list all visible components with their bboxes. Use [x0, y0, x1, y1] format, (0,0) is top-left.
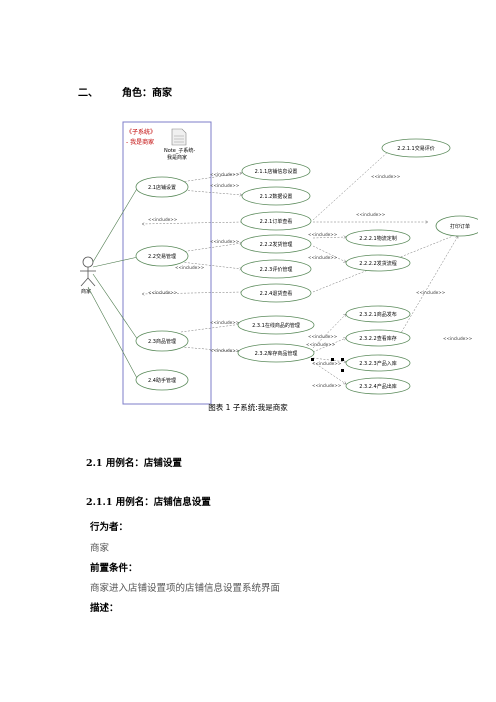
usecase-2-3 [135, 330, 189, 352]
usecase-2-1-1 [241, 161, 311, 181]
note-icon [171, 128, 187, 146]
include-label: <<include>> [308, 255, 338, 260]
usecase-2-2-2 [240, 234, 312, 254]
include-label: <<include>> [371, 174, 401, 179]
use-case-diagram: 《子系统》 - 我是商家 Note_子系统- 我是商家 商家 [80, 121, 478, 405]
description-label: 描述： [90, 603, 119, 614]
usecase-2-3-label: 2.3商品管理 [148, 338, 176, 345]
include-label: <<include>> [416, 290, 446, 295]
include-label: <<include>> [210, 172, 240, 177]
include-label: <<include>> [306, 342, 336, 347]
include-label: <<include>> [443, 336, 473, 341]
section-heading: 二、 角色：商家 [78, 84, 172, 99]
include-label: <<include>> [148, 217, 178, 222]
include-label: <<include>> [210, 320, 240, 325]
usecase-2-2-4 [240, 283, 312, 303]
usecase-2-2-1-1 [381, 138, 451, 158]
usecase-2-2-1-label: 2.2.1订单查看 [260, 218, 293, 225]
precondition-label: 前置条件： [90, 563, 138, 574]
usecase-2-2-label: 2.2交易管理 [148, 253, 176, 260]
include-label: <<include>> [175, 265, 205, 270]
usecase-2-4-label: 2.4助手管理 [148, 377, 176, 384]
usecase-2-3-1-label: 2.3.1在线商品的管理 [252, 322, 300, 329]
usecase-print-label: 打印订单 [450, 223, 470, 230]
include-label: <<include>> [308, 232, 338, 237]
include-label: <<include>> [356, 212, 386, 217]
usecase-2-3-2-3-label: 2.3.2.3产品入库 [359, 360, 397, 367]
heading-title: 角色：商家 [122, 88, 172, 99]
usecase-2-3-2-1-label: 2.3.2.1商品发布 [359, 311, 397, 318]
usecase-print [435, 215, 478, 237]
include-label: <<include>> [148, 290, 178, 295]
actor-figure [80, 256, 96, 287]
usecase-2-2-2-2 [345, 254, 411, 272]
usecase-2-3-2-1 [345, 305, 411, 323]
usecase-2-3-2-2 [345, 329, 411, 347]
usecase-2-3-2-4-label: 2.3.2.4产品出库 [359, 383, 397, 390]
usecase-2-4 [135, 369, 189, 391]
note-label: Note_子系统- [164, 147, 195, 154]
usecase-2-3-2 [237, 343, 315, 363]
section-2-1-title: 2.1 用例名：店铺设置 [86, 458, 182, 469]
actor-field-label: 行为者： [90, 522, 129, 533]
usecase-2-2-2-1-label: 2.2.2.1物流定制 [359, 235, 397, 242]
subsystem-stereotype: 《子系统》 [126, 128, 156, 136]
subsystem-boundary [122, 121, 212, 405]
selection-handles [311, 358, 344, 372]
actor-label: 商家 [81, 288, 91, 295]
actor-field-value: 商家 [90, 543, 110, 554]
usecase-2-2-1-1-label: 2.2.1.1交易评价 [397, 145, 435, 152]
include-label: <<include>> [312, 383, 342, 388]
note-sub: 我是商家 [167, 154, 187, 161]
usecase-2-1-2 [241, 186, 311, 206]
usecase-2-3-2-2-label: 2.3.2.2查看库存 [359, 335, 397, 342]
usecase-2-2 [135, 245, 189, 267]
heading-number: 二、 [78, 88, 98, 99]
usecase-2-2-2-1 [345, 229, 411, 247]
usecase-2-2-1 [240, 211, 312, 231]
usecase-2-2-3-label: 2.2.3评价管理 [260, 266, 293, 273]
usecase-2-1-label: 2.1店铺设置 [148, 184, 176, 191]
section-2-1-1-title: 2.1.1 用例名：店铺信息设置 [86, 497, 211, 508]
precondition-value: 商家进入店铺设置项的店铺信息设置系统界面 [90, 583, 281, 594]
figure-caption: 图表 1 子系统:我是商家 [208, 403, 288, 412]
include-label: <<include>> [210, 183, 240, 188]
include-label: <<include>> [210, 348, 240, 353]
include-label: <<include>> [308, 334, 338, 339]
usecase-2-2-2-label: 2.2.2发货管理 [260, 241, 293, 248]
usecase-2-1-2-label: 2.1.2数据设置 [260, 193, 293, 200]
usecase-2-2-3 [240, 259, 312, 279]
subsystem-name: - 我是商家 [126, 138, 154, 146]
usecase-2-2-2-2-label: 2.2.2.2发货流程 [359, 260, 397, 267]
usecase-2-3-2-3 [345, 354, 411, 372]
usecase-2-3-2-4 [345, 377, 411, 395]
include-label: <<include>> [312, 361, 342, 366]
include-label: <<include>> [210, 239, 240, 244]
usecase-2-3-1 [237, 315, 315, 335]
usecase-2-1 [135, 176, 189, 198]
usecase-2-1-1-label: 2.1.1店铺信息设置 [255, 168, 298, 175]
usecase-2-3-2-label: 2.3.2库存商品管理 [255, 350, 298, 357]
usecase-2-2-4-label: 2.2.4退货查看 [260, 290, 293, 297]
